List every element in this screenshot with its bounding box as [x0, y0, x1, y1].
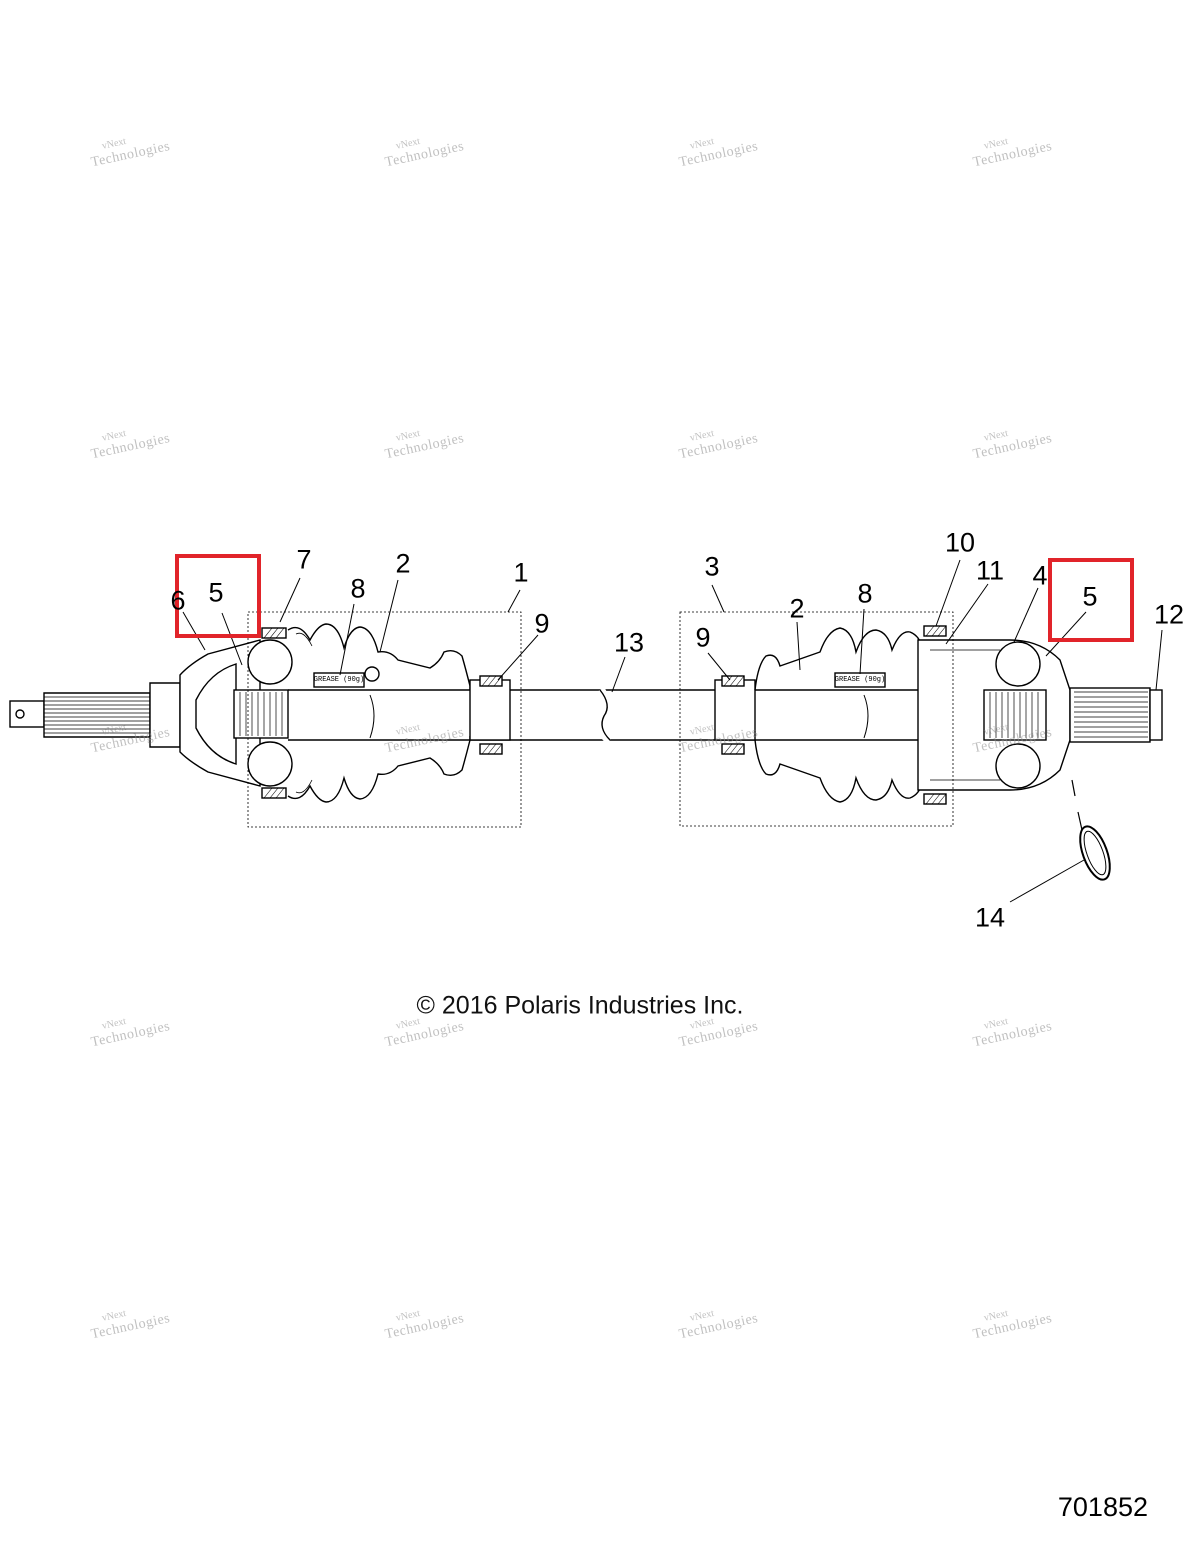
left-boot-clamp [469, 675, 511, 755]
callout-5-right: 5 [1082, 581, 1098, 612]
left-grease-label-box [313, 672, 365, 688]
callout-13: 13 [613, 627, 645, 658]
callout-8-left: 8 [350, 573, 366, 604]
left-boot [287, 623, 471, 803]
right-outer-clamp [923, 625, 947, 805]
copyright-text: © 2016 Polaris Industries Inc. [416, 991, 744, 1020]
left-cv-housing [179, 627, 293, 799]
circlip [1071, 779, 1111, 881]
highlight-box-left [175, 554, 261, 638]
kit-3-boundary [679, 611, 954, 827]
callout-3: 3 [704, 551, 720, 582]
callout-7: 7 [296, 544, 312, 575]
callout-9-left: 9 [534, 608, 550, 639]
right-boot [754, 627, 931, 803]
center-shaft [288, 687, 1000, 744]
callout-14: 14 [974, 902, 1006, 933]
drawing-number: 701852 [1057, 1492, 1148, 1522]
callout-2-left: 2 [395, 548, 411, 579]
callout-12: 12 [1153, 599, 1185, 630]
callout-6: 6 [170, 585, 186, 616]
leader-lines [182, 559, 1163, 903]
callout-8-right: 8 [857, 578, 873, 609]
grease-label-left: GREASE (90g) [313, 676, 365, 684]
callout-1: 1 [513, 557, 529, 588]
callout-10: 10 [944, 527, 976, 558]
callout-2-right: 2 [789, 593, 805, 624]
callout-5-left: 5 [208, 577, 224, 608]
highlight-box-right [1048, 558, 1134, 642]
callout-11: 11 [975, 555, 1005, 586]
left-stub-shaft [9, 682, 181, 748]
callout-9-right: 9 [695, 622, 711, 653]
grease-label-right: GREASE (90g) [834, 676, 886, 684]
callout-4: 4 [1032, 560, 1048, 591]
right-cv-housing [917, 639, 1071, 791]
right-stub-shaft [1069, 687, 1163, 743]
kit-1-boundary [247, 611, 522, 828]
right-boot-clamp [714, 675, 756, 755]
